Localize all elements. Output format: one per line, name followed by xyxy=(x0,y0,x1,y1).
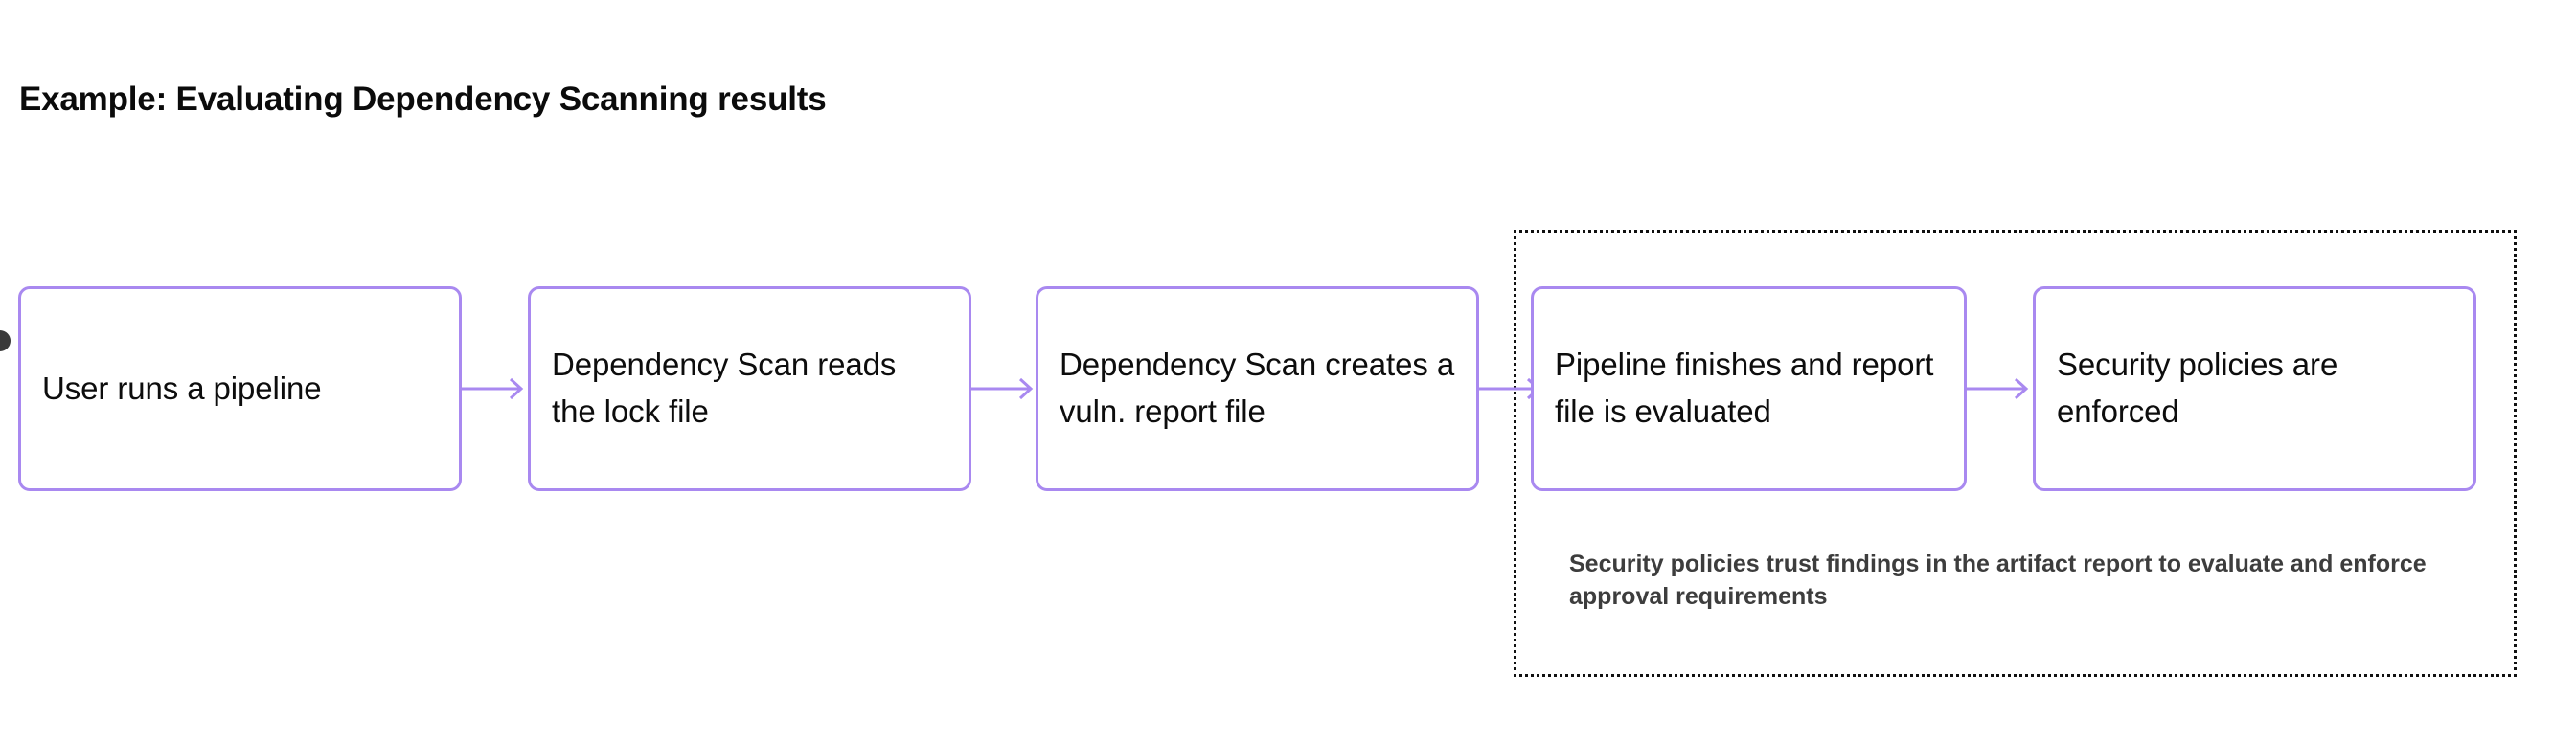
source-handle-dot[interactable] xyxy=(0,330,11,351)
policy-group-caption: Security policies trust findings in the … xyxy=(1569,551,2427,610)
flow-node-label: Security policies are enforced xyxy=(2057,347,2338,429)
page-title: Example: Evaluating Dependency Scanning … xyxy=(19,80,827,118)
policy-group-container xyxy=(1514,230,2517,677)
flow-node-label: User runs a pipeline xyxy=(42,370,322,406)
flow-node-label: Dependency Scan creates a vuln. report f… xyxy=(1060,347,1455,429)
flow-node-label: Pipeline finishes and report file is eva… xyxy=(1555,347,1934,429)
flow-node-user-runs-pipeline[interactable]: User runs a pipeline xyxy=(18,286,462,491)
connector-arrow-1 xyxy=(459,374,528,403)
flow-node-dependency-scan-reads-lock-file[interactable]: Dependency Scan reads the lock file xyxy=(528,286,971,491)
connector-arrow-2 xyxy=(969,374,1037,403)
flow-node-label: Dependency Scan reads the lock file xyxy=(552,347,897,429)
arrow-right-icon xyxy=(459,377,524,400)
flow-node-pipeline-finishes-report-evaluated[interactable]: Pipeline finishes and report file is eva… xyxy=(1531,286,1967,491)
flow-node-dependency-scan-creates-report[interactable]: Dependency Scan creates a vuln. report f… xyxy=(1036,286,1479,491)
arrow-right-icon xyxy=(969,377,1034,400)
flow-node-security-policies-enforced[interactable]: Security policies are enforced xyxy=(2033,286,2476,491)
